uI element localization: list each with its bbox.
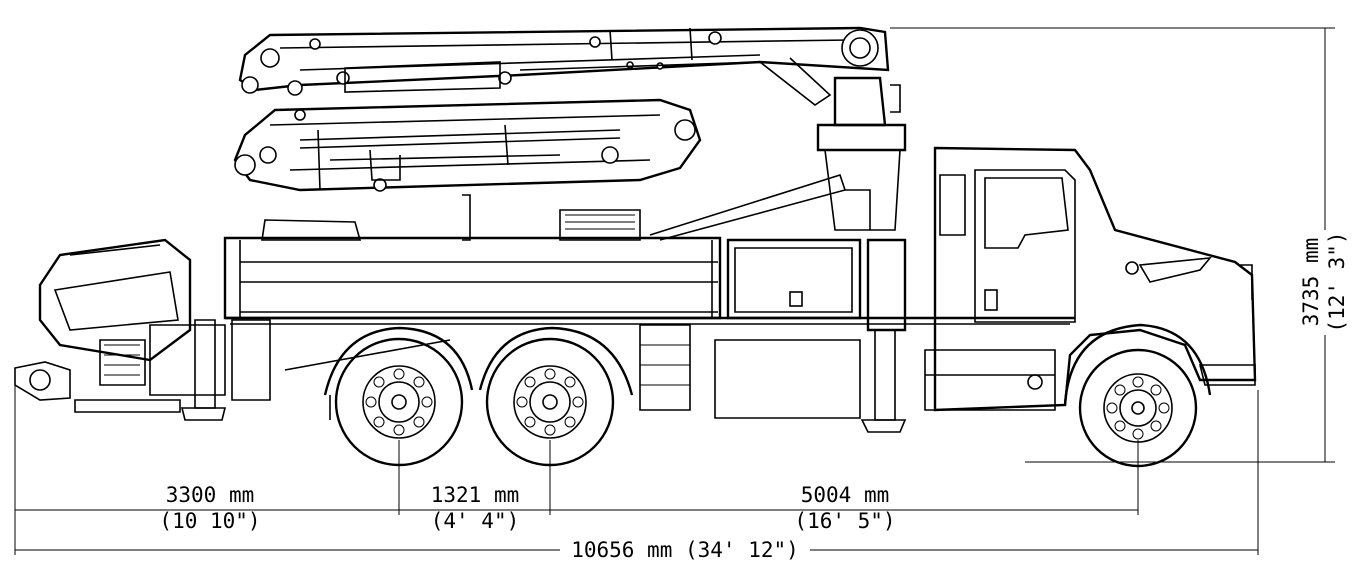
boom-assembly (233, 26, 907, 231)
dim-3300-imperial: (10 10") (159, 509, 260, 533)
dim-1321-mm: 1321 mm (431, 483, 520, 507)
rear-hopper (14, 238, 271, 421)
dimension-labels: 3300 mm (10 10") 1321 mm (4' 4") 5004 mm… (159, 231, 1349, 562)
dim-overall-length: 10656 mm (34' 12") (571, 538, 799, 562)
rear-fenders (284, 326, 634, 420)
dim-height-imperial: (12' 3") (1325, 231, 1349, 332)
dim-5004-imperial: (16' 5") (794, 509, 895, 533)
dimension-lines (14, 27, 1335, 555)
dim-height-mm: 3735 mm (1299, 238, 1323, 327)
dim-1321-imperial: (4' 4") (431, 509, 520, 533)
truck-cab (933, 146, 1257, 412)
truck-body (223, 174, 1075, 433)
dim-5004-mm: 5004 mm (801, 483, 890, 507)
dim-3300-mm: 3300 mm (166, 483, 255, 507)
